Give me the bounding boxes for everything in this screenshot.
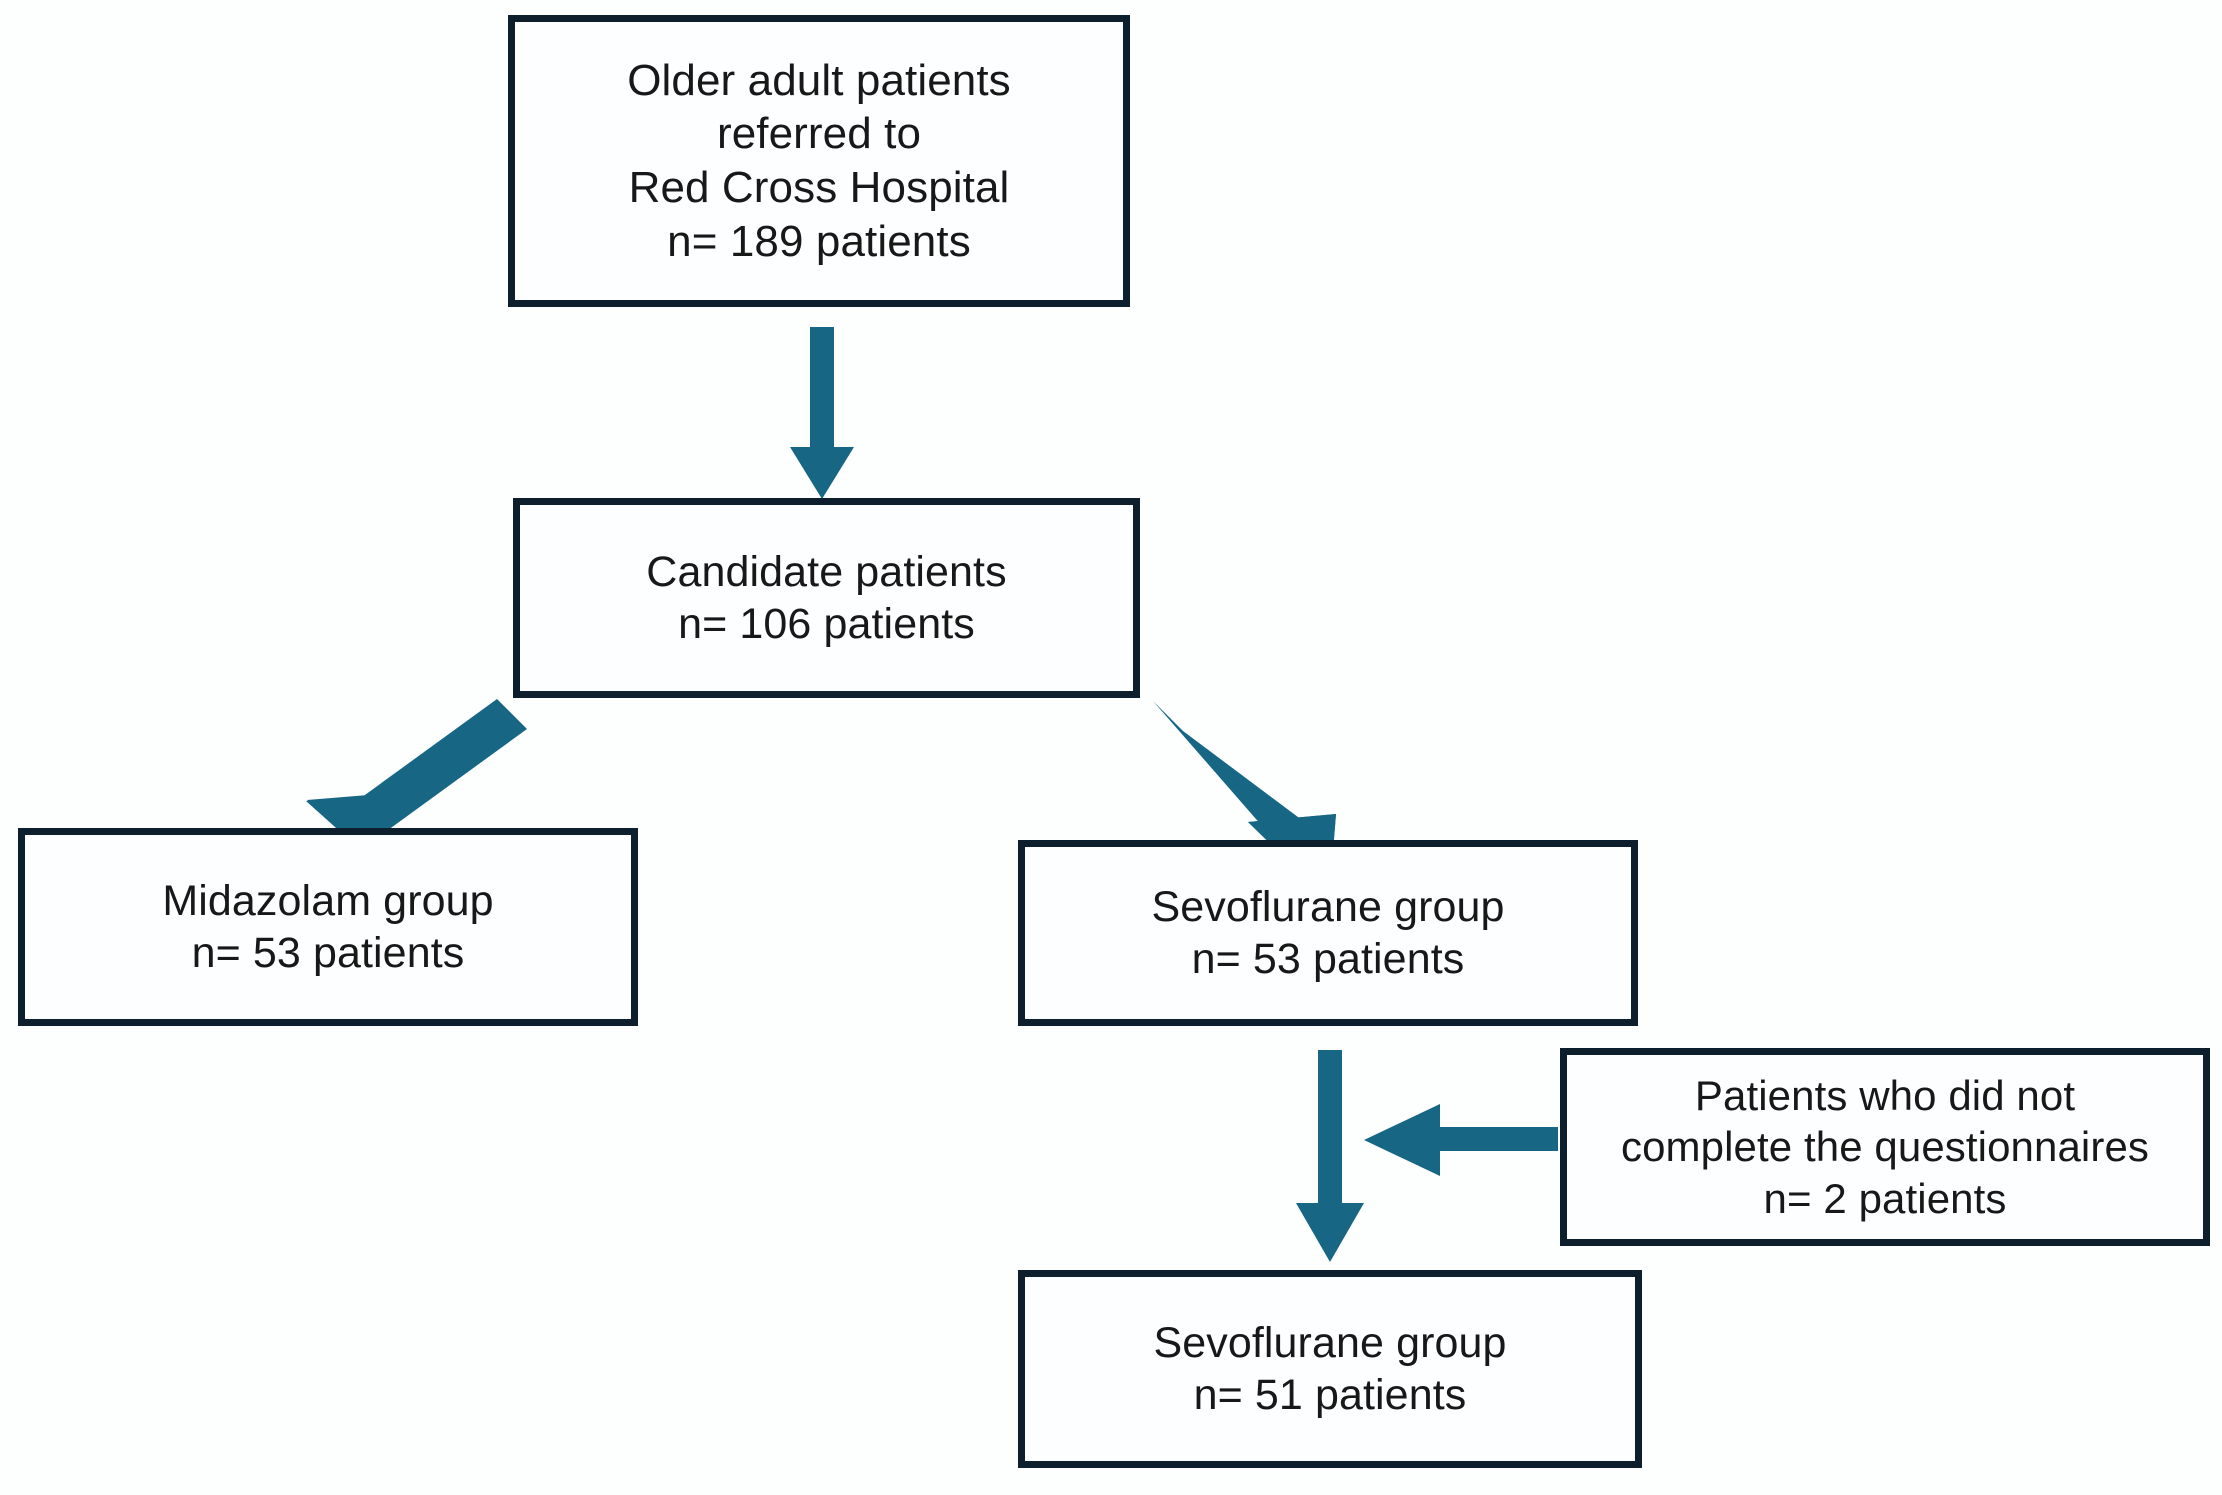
node-patients-who-did-not-complete-questionnaires: Patients who did not complete the questi… <box>1560 1048 2210 1246</box>
node-midazolam-group: Midazolam group n= 53 patients <box>18 828 638 1026</box>
node-text: Candidate patients n= 106 patients <box>646 547 1007 648</box>
node-text: Older adult patients referred to Red Cro… <box>627 55 1011 266</box>
node-text: Patients who did not complete the questi… <box>1620 1072 2150 1222</box>
node-text: Sevoflurane group n= 53 patients <box>1151 882 1505 983</box>
arrow-sevoflurane-to-analyzed <box>1296 1050 1364 1262</box>
node-text: Midazolam group n= 53 patients <box>162 876 494 977</box>
node-sevoflurane-group-analyzed: Sevoflurane group n= 51 patients <box>1018 1270 1642 1468</box>
node-sevoflurane-group-allocated: Sevoflurane group n= 53 patients <box>1018 840 1638 1026</box>
arrow-excluded-to-flow <box>1364 1104 1558 1176</box>
node-text: Sevoflurane group n= 51 patients <box>1153 1318 1507 1419</box>
arrow-referred-to-candidate <box>790 327 854 499</box>
node-candidate-patients: Candidate patients n= 106 patients <box>513 498 1140 698</box>
node-older-adult-patients-referred: Older adult patients referred to Red Cro… <box>508 15 1130 307</box>
